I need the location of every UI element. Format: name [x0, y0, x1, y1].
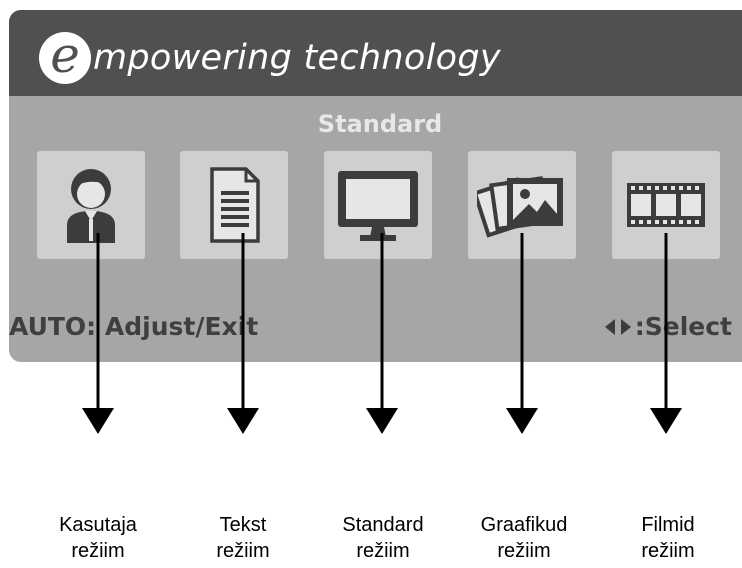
- left-right-arrows-icon: [604, 318, 631, 335]
- film-icon: [627, 183, 705, 227]
- monitor-icon: [338, 171, 418, 241]
- arrow-down-icon: [82, 408, 114, 434]
- user-mode-icon: [67, 169, 115, 243]
- user-mode-button[interactable]: [37, 151, 145, 259]
- label-line2: režiim: [216, 540, 270, 562]
- label-line2: režiim: [71, 540, 125, 562]
- label-text-mode: Tekst režiim: [178, 512, 308, 564]
- label-line1: Graafikud: [480, 514, 568, 536]
- brand-tagline: mpowering technology: [93, 38, 501, 78]
- text-mode-button[interactable]: [180, 151, 288, 259]
- label-line2: režiim: [641, 540, 695, 562]
- label-standard-mode: Standard režiim: [318, 512, 448, 564]
- select-hint: :Select: [603, 312, 732, 341]
- photos-icon: [477, 176, 563, 238]
- label-line2: režiim: [497, 540, 551, 562]
- label-line1: Kasutaja: [59, 514, 137, 536]
- select-hint-label: :Select: [634, 312, 732, 341]
- auto-adjust-exit-hint: AUTO: Adjust/Exit: [9, 312, 259, 341]
- label-movie-mode: Filmid režiim: [603, 512, 733, 564]
- arrow-down-icon: [650, 408, 682, 434]
- brand-e-logo-icon: e: [39, 30, 91, 84]
- label-line2: režiim: [356, 540, 410, 562]
- label-line1: Filmid: [641, 514, 695, 536]
- label-user-mode: Kasutaja režiim: [33, 512, 163, 564]
- arrow-down-icon: [227, 408, 259, 434]
- document-icon: [210, 167, 260, 243]
- monitor-osd-panel: e mpowering technology Standard: [9, 10, 742, 362]
- osd-header: e mpowering technology: [9, 10, 742, 96]
- current-mode-title: Standard: [317, 110, 443, 138]
- label-line1: Tekst: [219, 514, 267, 536]
- label-line1: Standard: [342, 514, 424, 536]
- label-graphics-mode: Graafikud režiim: [459, 512, 589, 564]
- arrow-down-icon: [366, 408, 398, 434]
- standard-mode-button[interactable]: [324, 151, 432, 259]
- brand-logo: e mpowering technology: [39, 30, 501, 84]
- arrow-down-icon: [506, 408, 538, 434]
